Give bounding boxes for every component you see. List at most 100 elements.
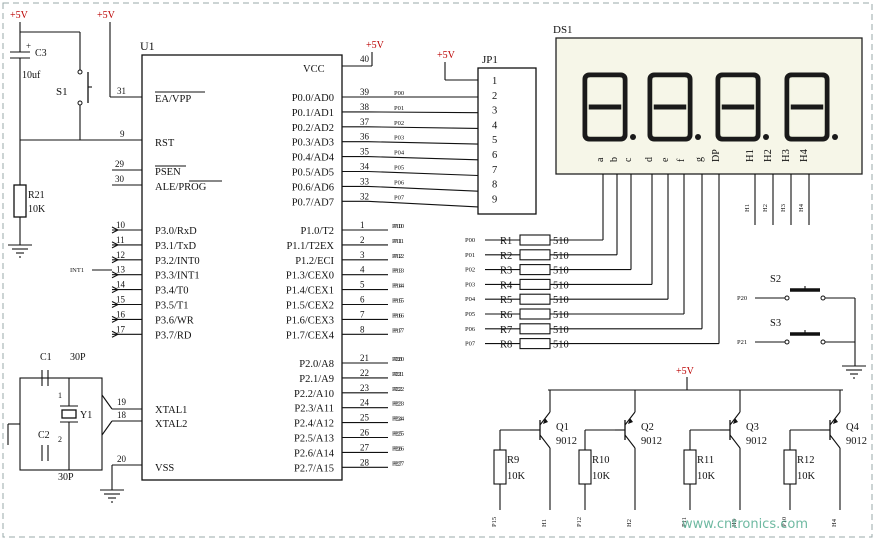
net-label: P10	[394, 223, 404, 230]
net-label: P22	[392, 386, 402, 393]
net-label: H3	[731, 519, 738, 527]
net-label: P10	[392, 223, 402, 230]
segment-label-e: e	[660, 157, 671, 162]
y1-ref: Y1	[80, 410, 92, 421]
jp1-pin-5: 5	[492, 135, 497, 146]
resistor-value: 510	[553, 310, 569, 321]
pin-num-xtal1: 19	[117, 397, 127, 407]
base-resistor-ref: R10	[592, 455, 610, 466]
pin-label: P3.0/RxD	[155, 226, 197, 237]
jp1-pin-3: 3	[492, 106, 497, 117]
u1-ref: U1	[140, 39, 155, 53]
pin-number: 10	[116, 220, 126, 230]
common-label-H4: H4	[799, 148, 810, 162]
r21-ref: R21	[28, 190, 45, 201]
base-resistor-ref: R9	[507, 455, 519, 466]
net-label: P01	[394, 105, 404, 112]
net-label: P00	[465, 237, 475, 244]
net-label: P05	[465, 311, 475, 318]
segment-label-d: d	[644, 157, 655, 162]
display-digits	[582, 72, 838, 142]
pin-number: 3	[360, 250, 365, 260]
ground-symbol-switch	[842, 365, 866, 379]
net-label: P10	[781, 517, 788, 527]
common-label-H2: H2	[763, 149, 774, 162]
seven-seg-digit	[582, 72, 636, 142]
segment-label-a: a	[595, 157, 606, 162]
pin-number: 37	[360, 117, 370, 127]
pin-num-rst: 9	[120, 129, 125, 139]
pin-number: 38	[360, 102, 370, 112]
net-label: P16	[392, 312, 403, 319]
int1-net-label: INT1	[70, 267, 84, 274]
net-label: H4	[798, 203, 805, 212]
net-label: P27	[392, 460, 403, 467]
pin-ea-label: EA/VPP	[155, 94, 191, 105]
pin-label: P3.5/T1	[155, 301, 189, 312]
base-resistor-value: 10K	[697, 471, 716, 482]
base-resistor-value: 10K	[507, 471, 526, 482]
watermark: www.cntronics.com	[682, 517, 808, 532]
pin-num-psen: 29	[115, 159, 125, 169]
base-resistor-ref: R11	[697, 455, 714, 466]
net-label: P15	[392, 298, 402, 305]
pin-number: 6	[360, 295, 365, 305]
net-label: P17	[392, 327, 403, 334]
base-resistor-value: 10K	[592, 471, 611, 482]
jp1-pin-2: 2	[492, 91, 497, 102]
dp-dot	[763, 134, 769, 140]
ground-symbol-vss	[100, 485, 124, 503]
c1-ref: C1	[40, 352, 52, 363]
net-label: P12	[576, 517, 583, 527]
pin-number: 28	[360, 457, 370, 467]
dp-dot	[695, 134, 701, 140]
c1-value: 30P	[70, 352, 86, 363]
net-label: P20	[737, 295, 747, 302]
net-label: P11	[392, 238, 402, 245]
pin-label: P0.1/AD1	[292, 108, 334, 119]
pin-number: 16	[116, 309, 126, 319]
pin-label: P1.7/CEX4	[286, 330, 335, 341]
switch-ref: S2	[770, 274, 781, 285]
crystal-circuit: C1 30P C2 30P Y1 1 2	[7, 352, 124, 503]
common-label-H3: H3	[781, 149, 792, 162]
net-label: P15	[491, 517, 498, 527]
pin-label: P0.4/AD4	[292, 153, 335, 164]
pin-label: P2.6/A14	[294, 448, 335, 459]
jp1-pin-6: 6	[492, 150, 497, 161]
transistor-ref: Q2	[641, 422, 654, 433]
resistor-ref: R7	[500, 325, 512, 336]
u1-vcc-rail: +5V	[366, 40, 385, 51]
net-label: P12	[394, 253, 404, 260]
pin-xtal2-label: XTAL2	[155, 419, 187, 430]
net-label: P20	[392, 356, 402, 363]
driver-vcc-rail: +5V	[676, 366, 695, 377]
net-label: P00	[394, 90, 404, 97]
pin-label: P1.6/CEX3	[286, 315, 334, 326]
transistor-ref: Q4	[846, 422, 860, 433]
jp1-pin-9: 9	[492, 194, 497, 205]
pin-ale-label: ALE/PROG	[155, 182, 207, 193]
pin-number: 35	[360, 147, 370, 157]
transistor-ref: Q3	[746, 422, 759, 433]
pin-label: P0.2/AD2	[292, 123, 334, 134]
net-label: H2	[626, 519, 633, 527]
jp1-pin-7: 7	[492, 165, 497, 176]
pin-label: P0.6/AD6	[292, 182, 334, 193]
pin-label: P1.3/CEX0	[286, 271, 334, 282]
pin-number: 34	[360, 162, 370, 172]
